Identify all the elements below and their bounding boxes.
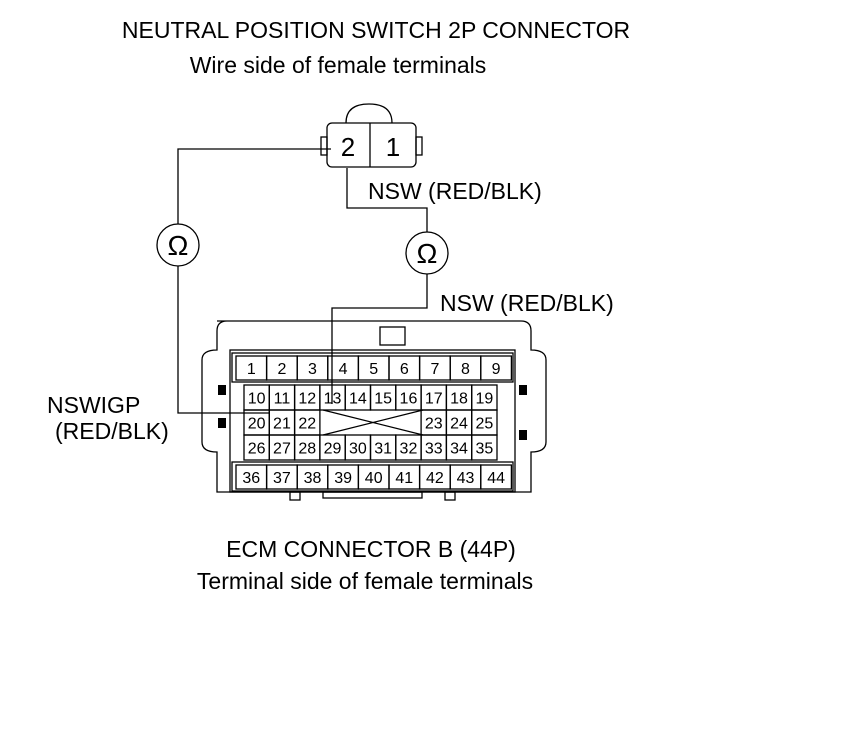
ecm-pin-10: 10: [248, 391, 266, 408]
ecm-pin-30: 30: [349, 441, 367, 458]
ecm-pin-26: 26: [248, 441, 266, 458]
nswigp-label: NSWIGP: [47, 392, 140, 418]
nsw-label-switch: NSW (RED/BLK): [368, 178, 542, 204]
ecm-pin-32: 32: [400, 441, 418, 458]
ecm-pin-22: 22: [298, 416, 316, 433]
ecm-pin-37: 37: [273, 470, 291, 487]
ecm-pin-35: 35: [475, 441, 493, 458]
ecm-pin-13: 13: [324, 391, 342, 408]
ecm-pin-17: 17: [425, 391, 443, 408]
nswigp-color-label: (RED/BLK): [55, 418, 169, 444]
ecm-pin-36: 36: [242, 470, 260, 487]
ecm-pin-7: 7: [430, 361, 439, 378]
ecm-pin-cell: [480, 464, 513, 490]
ecm-pin-9: 9: [492, 361, 501, 378]
ecm-pin-19: 19: [475, 391, 493, 408]
ecm-pin-41: 41: [395, 470, 413, 487]
ecm-pin-18: 18: [450, 391, 468, 408]
switch-connector-subtitle: Wire side of female terminals: [190, 52, 487, 78]
ecm-pin-3: 3: [308, 361, 317, 378]
ecm-pin-28: 28: [298, 441, 316, 458]
ecm-pin-27: 27: [273, 441, 291, 458]
ecm-pin-12: 12: [298, 391, 316, 408]
ecm-pin-34: 34: [450, 441, 468, 458]
ecm-pin-16: 16: [400, 391, 418, 408]
ecm-pin-15: 15: [374, 391, 392, 408]
ecm-pin-38: 38: [304, 470, 322, 487]
ecm-pin-29: 29: [324, 441, 342, 458]
ecm-pin-cell: [471, 434, 498, 461]
ecm-pin-11: 11: [274, 391, 291, 408]
ecm-pin-40: 40: [365, 470, 383, 487]
ecm-pin-33: 33: [425, 441, 443, 458]
ohm-icon: Ω: [417, 238, 438, 269]
ecm-pin-4: 4: [339, 361, 348, 378]
ecm-connector-subtitle: Terminal side of female terminals: [197, 568, 533, 594]
ecm-pin-1: 1: [247, 361, 256, 378]
switch-2p-connector: 2 1: [320, 103, 423, 168]
ohmmeter-left: Ω: [156, 223, 200, 267]
ohm-icon: Ω: [168, 230, 189, 261]
nsw-label-ecm: NSW (RED/BLK): [440, 290, 614, 316]
switch-pin-1: 1: [386, 132, 400, 162]
ecm-pin-39: 39: [334, 470, 352, 487]
ecm-pin-44: 44: [487, 470, 505, 487]
ecm-pin-21: 21: [273, 416, 291, 433]
ecm-pin-cell: [480, 355, 513, 381]
ecm-pin-2: 2: [277, 361, 286, 378]
ecm-pin-14: 14: [349, 391, 367, 408]
switch-connector-title: NEUTRAL POSITION SWITCH 2P CONNECTOR: [122, 17, 630, 43]
ecm-pin-25: 25: [475, 416, 493, 433]
ecm-pin-8: 8: [461, 361, 470, 378]
ecm-pin-23: 23: [425, 416, 443, 433]
ecm-pin-24: 24: [450, 416, 468, 433]
ecm-pin-5: 5: [369, 361, 378, 378]
ecm-pin-42: 42: [426, 470, 444, 487]
switch-pin-2: 2: [341, 132, 355, 162]
ecm-pin-31: 31: [374, 441, 392, 458]
ecm-connector-title: ECM CONNECTOR B (44P): [226, 536, 516, 562]
ecm-pin-20: 20: [248, 416, 266, 433]
ohmmeter-right: Ω: [405, 231, 449, 275]
ecm-pin-6: 6: [400, 361, 409, 378]
ecm-pin-43: 43: [457, 470, 475, 487]
